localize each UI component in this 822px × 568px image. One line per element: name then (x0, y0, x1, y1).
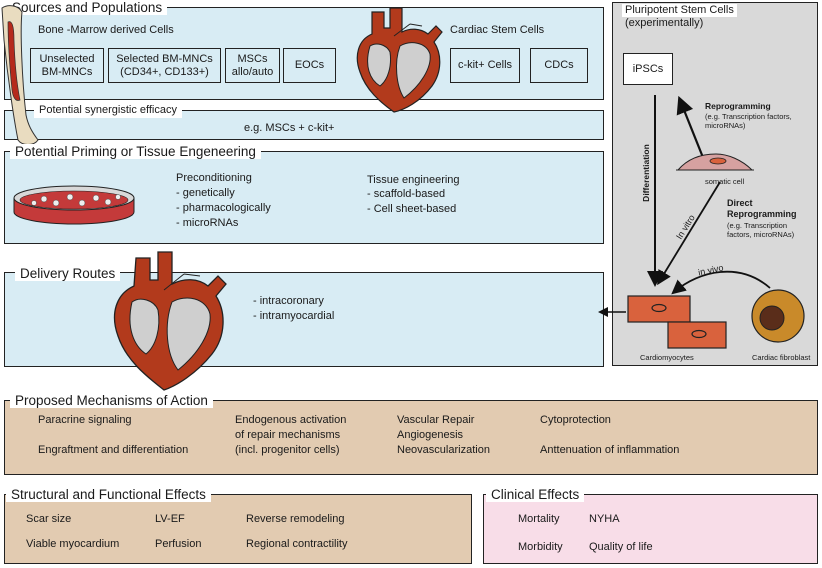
clinical-panel (483, 494, 818, 564)
structural-title: Structural and Functional Effects (6, 487, 211, 502)
ckit-cells-box: c-kit+ Cells (450, 48, 520, 83)
clinical-nyha: NYHA (589, 513, 620, 525)
mscs-line1: MSCs (237, 52, 268, 65)
cardiac-fibroblast-label: Cardiac fibroblast (752, 353, 811, 362)
somatic-cell-label: somatic cell (705, 177, 745, 186)
heart-illustration-delivery (113, 251, 227, 391)
petri-dish-icon (13, 185, 135, 225)
tissue-heading: Tissue engineering (367, 174, 460, 186)
eocs-box: EOCs (283, 48, 336, 83)
cardiac-fibroblast-icon (751, 289, 805, 343)
ipscs-box: iPSCs (623, 53, 673, 85)
effect-lvef: LV-EF (155, 513, 185, 525)
reprogramming-label: Reprogramming (705, 101, 771, 111)
clinical-quality-of-life: Quality of life (589, 541, 653, 553)
cardiac-heading: Cardiac Stem Cells (450, 24, 545, 36)
mechanism-paracrine: Paracrine signaling (38, 414, 132, 426)
synergy-title: Potential synergistic efficacy (34, 103, 182, 118)
bm-heading: Bone -Marrow derived Cells (38, 24, 174, 36)
pluripotent-arrows (647, 95, 771, 295)
unselected-line2: BM-MNCs (41, 65, 93, 78)
direct-note-line2: factors, microRNAs) (727, 230, 795, 239)
effect-regional-contractility: Regional contractility (246, 538, 348, 550)
reprogramming-note-line2: microRNAs) (705, 121, 746, 130)
effect-perfusion: Perfusion (155, 538, 202, 550)
differentiation-label: Differentiation (641, 144, 651, 202)
direct-reprogramming-line1: Direct (727, 198, 753, 208)
mechanism-engraftment: Engraftment and differentiation (38, 444, 189, 456)
delivery-item-1: - intracoronary (253, 295, 324, 307)
synergy-example: e.g. MSCs + c-kit+ (244, 122, 335, 134)
arrow-to-delivery (598, 307, 626, 317)
pluripotent-title-line2: (experimentally) (625, 17, 704, 29)
clinical-morbidity: Morbidity (518, 541, 563, 553)
pluripotent-title-line1: Pluripotent Stem Cells (622, 4, 737, 17)
bone-illustration (1, 5, 39, 145)
cardiomyocytes-label: Cardiomyocytes (640, 353, 694, 362)
clinical-title: Clinical Effects (486, 487, 585, 502)
priming-title: Potential Priming or Tissue Engeneering (10, 144, 261, 159)
structural-panel (4, 494, 472, 564)
eocs-label: EOCs (294, 59, 325, 71)
mechanism-vascular-3: Neovascularization (397, 444, 490, 456)
preconditioning-heading: Preconditioning (176, 172, 252, 184)
selected-line1: Selected BM-MNCs (116, 52, 213, 65)
effect-viable-myocardium: Viable myocardium (26, 538, 120, 550)
precond-item-1: - genetically (176, 187, 235, 199)
mechanism-vascular-1: Vascular Repair (397, 414, 475, 426)
effect-reverse-remodeling: Reverse remodeling (246, 513, 345, 525)
delivery-item-2: - intramyocardial (253, 310, 335, 322)
effect-scar-size: Scar size (26, 513, 72, 525)
direct-note-line1: (e.g. Transcription (727, 221, 788, 230)
delivery-panel (4, 272, 604, 367)
mechanism-endogenous-2: of repair mechanisms (235, 429, 341, 441)
mechanism-vascular-2: Angiogenesis (397, 429, 464, 441)
precond-item-2: - pharmacologically (176, 202, 271, 214)
ipscs-label: iPSCs (632, 62, 664, 75)
delivery-title: Delivery Routes (15, 266, 121, 281)
mechanism-endogenous-1: Endogenous activation (235, 414, 347, 426)
somatic-cell-icon (676, 153, 754, 171)
tissue-item-1: - scaffold-based (367, 188, 446, 200)
sources-title: Sources and Populations (7, 0, 168, 15)
mscs-line2: allo/auto (231, 65, 274, 78)
mechanism-endogenous-3: (incl. progenitor cells) (235, 444, 340, 456)
ckit-label: c-kit+ Cells (457, 59, 513, 71)
mechanism-inflammation: Anttenuation of inflammation (540, 444, 680, 456)
mechanism-cytoprotection: Cytoprotection (540, 414, 611, 426)
unselected-line1: Unselected (39, 52, 95, 65)
tissue-item-2: - Cell sheet-based (367, 203, 457, 215)
reprogramming-note-line1: (e.g. Transcription factors, (705, 112, 792, 121)
precond-item-3: - microRNAs (176, 217, 239, 229)
direct-reprogramming-line2: Reprogramming (727, 209, 797, 219)
selected-bm-mncs-box: Selected BM-MNCs(CD34+, CD133+) (108, 48, 221, 83)
clinical-mortality: Mortality (518, 513, 560, 525)
mechanisms-title: Proposed Mechanisms of Action (10, 393, 213, 408)
mechanisms-panel (4, 400, 818, 475)
heart-illustration-top (356, 7, 443, 113)
cdcs-label: CDCs (544, 59, 574, 71)
cdcs-box: CDCs (530, 48, 588, 83)
cardiomyocytes-icon (627, 295, 727, 349)
selected-line2: (CD34+, CD133+) (120, 65, 209, 78)
